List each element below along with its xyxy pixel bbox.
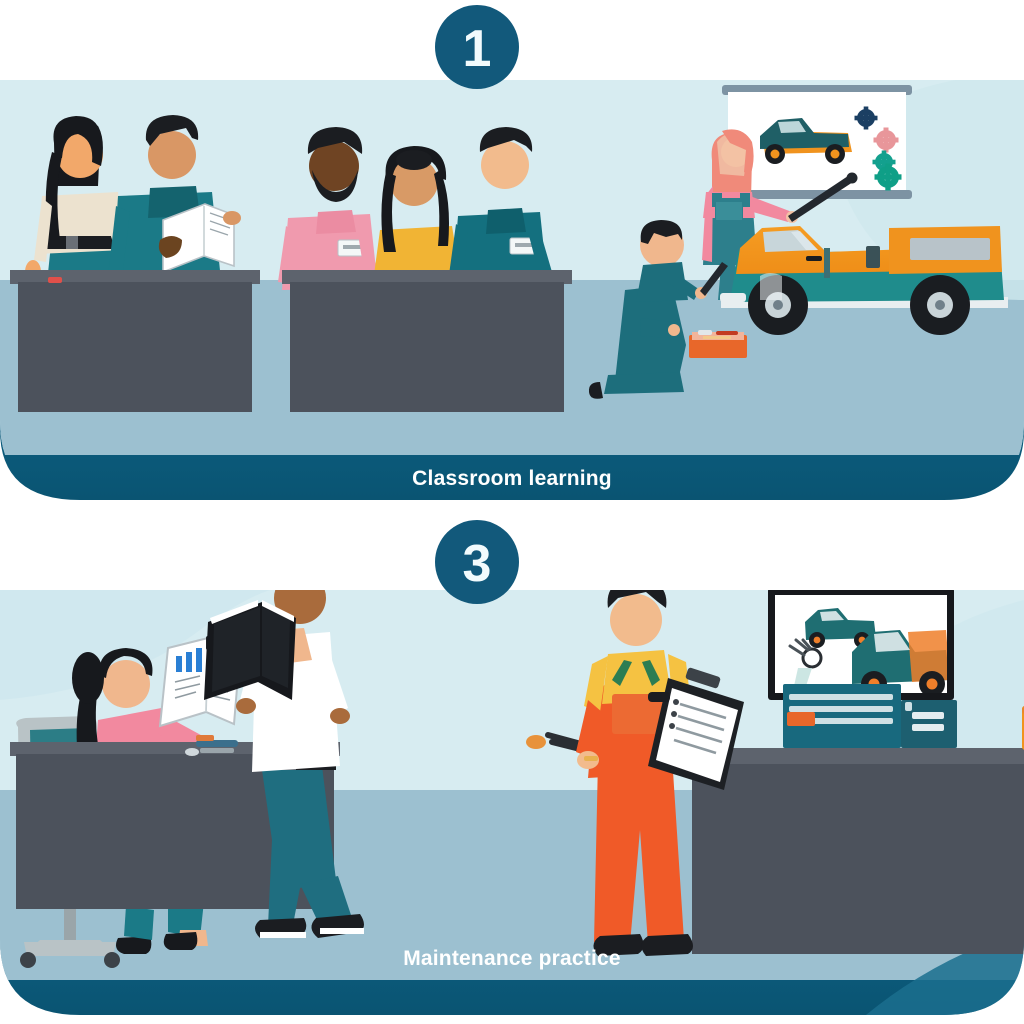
panel-1-scene — [0, 80, 1024, 455]
desk-middle-top — [282, 270, 572, 284]
panel-2-step-badge: 3 — [435, 520, 519, 604]
panel-2-scene — [0, 590, 1024, 1015]
screen-gear-icons — [854, 106, 902, 191]
group-left-desk — [10, 115, 260, 412]
projection-screen — [722, 85, 912, 199]
desk-middle-body — [290, 282, 564, 412]
monitor-truck-small — [805, 608, 876, 648]
standing-man-white-shirt — [204, 590, 364, 938]
desk-tools-small — [185, 735, 238, 756]
technician-orange-overalls — [576, 590, 744, 956]
panel-2: Maintenance practice 3 — [0, 520, 1024, 1015]
mechanic-toolbox — [689, 330, 747, 358]
panel-2-badge-number: 3 — [463, 535, 492, 593]
desk-left-top — [10, 270, 260, 284]
panel-1-caption: Classroom learning — [412, 467, 612, 490]
student-reading-man — [108, 115, 241, 292]
teal-tool-chest — [783, 684, 957, 748]
wall-accent-2a — [0, 590, 270, 700]
panel-2-caption: Maintenance practice — [403, 947, 621, 970]
desk-left-body — [18, 282, 252, 412]
group-middle-desk — [278, 127, 572, 412]
clipboard-checklist — [648, 667, 744, 790]
panel-1-badge-number: 1 — [463, 20, 492, 78]
kneeling-mechanic — [588, 220, 747, 399]
panel-1-step-badge: 1 — [435, 5, 519, 89]
monitor-wrench-gear-icon — [788, 638, 823, 686]
monitor-truck-large — [852, 630, 947, 693]
panel-1: Classroom learning 1 — [0, 5, 1024, 500]
screen-truck-icon — [760, 118, 852, 164]
instructor-woman — [25, 116, 131, 292]
black-hardcover-book — [204, 600, 296, 700]
monitor-truck-diagram — [768, 590, 954, 731]
pickup-truck — [720, 226, 1008, 335]
desk-left-item — [48, 277, 62, 283]
workbench-right — [526, 684, 1024, 954]
